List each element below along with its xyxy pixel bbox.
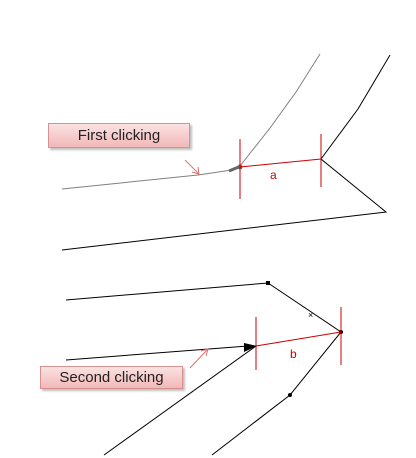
second-clicking-callout: Second clicking: [40, 366, 183, 389]
upper-black-outline-line: [61, 54, 391, 251]
lower-vertex-bottom: [288, 393, 292, 397]
dimension-b-line: [255, 331, 342, 347]
lower-midpoint-marker: ×: [308, 310, 313, 320]
second-click-arrowhead: [244, 343, 257, 352]
first-clicking-callout: First clicking: [48, 123, 190, 148]
lower-middle-line: [65, 345, 249, 361]
dimension-a-line: [239, 158, 322, 168]
dimension-b-label: b: [290, 347, 297, 361]
lower-bottom-line: [103, 345, 257, 456]
first-callout-arrowhead: [191, 166, 200, 175]
upper-grey-curve-line: [239, 53, 321, 167]
second-callout-arrow: [189, 348, 209, 369]
dimension-a-label: a: [270, 168, 277, 182]
first-callout-arrow: [184, 159, 200, 175]
upper-grey-lower-line: [61, 169, 233, 190]
second-callout-arrowhead: [200, 348, 209, 357]
lower-vertex-square: [266, 281, 270, 285]
